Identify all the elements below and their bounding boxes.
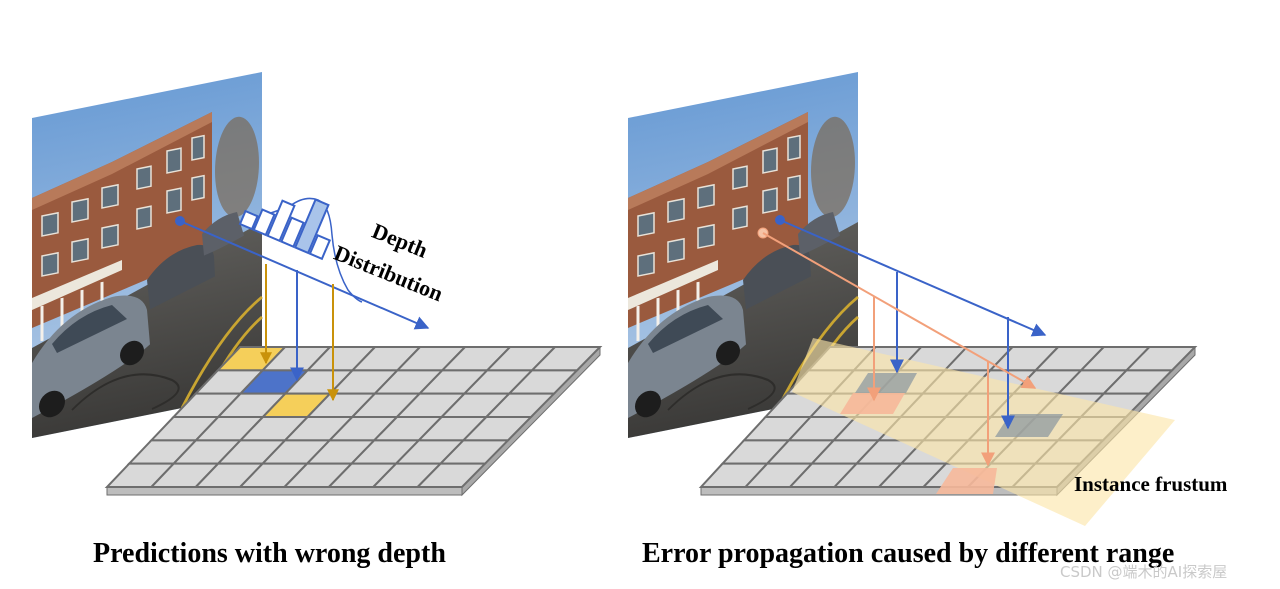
instance-frustum-label: Instance frustum [1074, 472, 1228, 496]
right-highlight-cells [840, 373, 1063, 494]
right-panel [626, 70, 1198, 526]
depth-distribution-histogram [238, 197, 363, 303]
left-projection-arrows [260, 264, 339, 402]
grid-edge [106, 486, 463, 496]
left-panel [30, 70, 603, 497]
right-caption: Error propagation caused by different ra… [642, 538, 1175, 569]
grid-cell [415, 462, 488, 488]
right-orange-ray [757, 227, 1037, 467]
watermark: CSDN @端木的AI探索屋 [1060, 563, 1228, 581]
left-caption: Predictions with wrong depth [93, 538, 446, 569]
left-bev-grid [104, 345, 603, 497]
left-camera-ray [175, 216, 430, 330]
